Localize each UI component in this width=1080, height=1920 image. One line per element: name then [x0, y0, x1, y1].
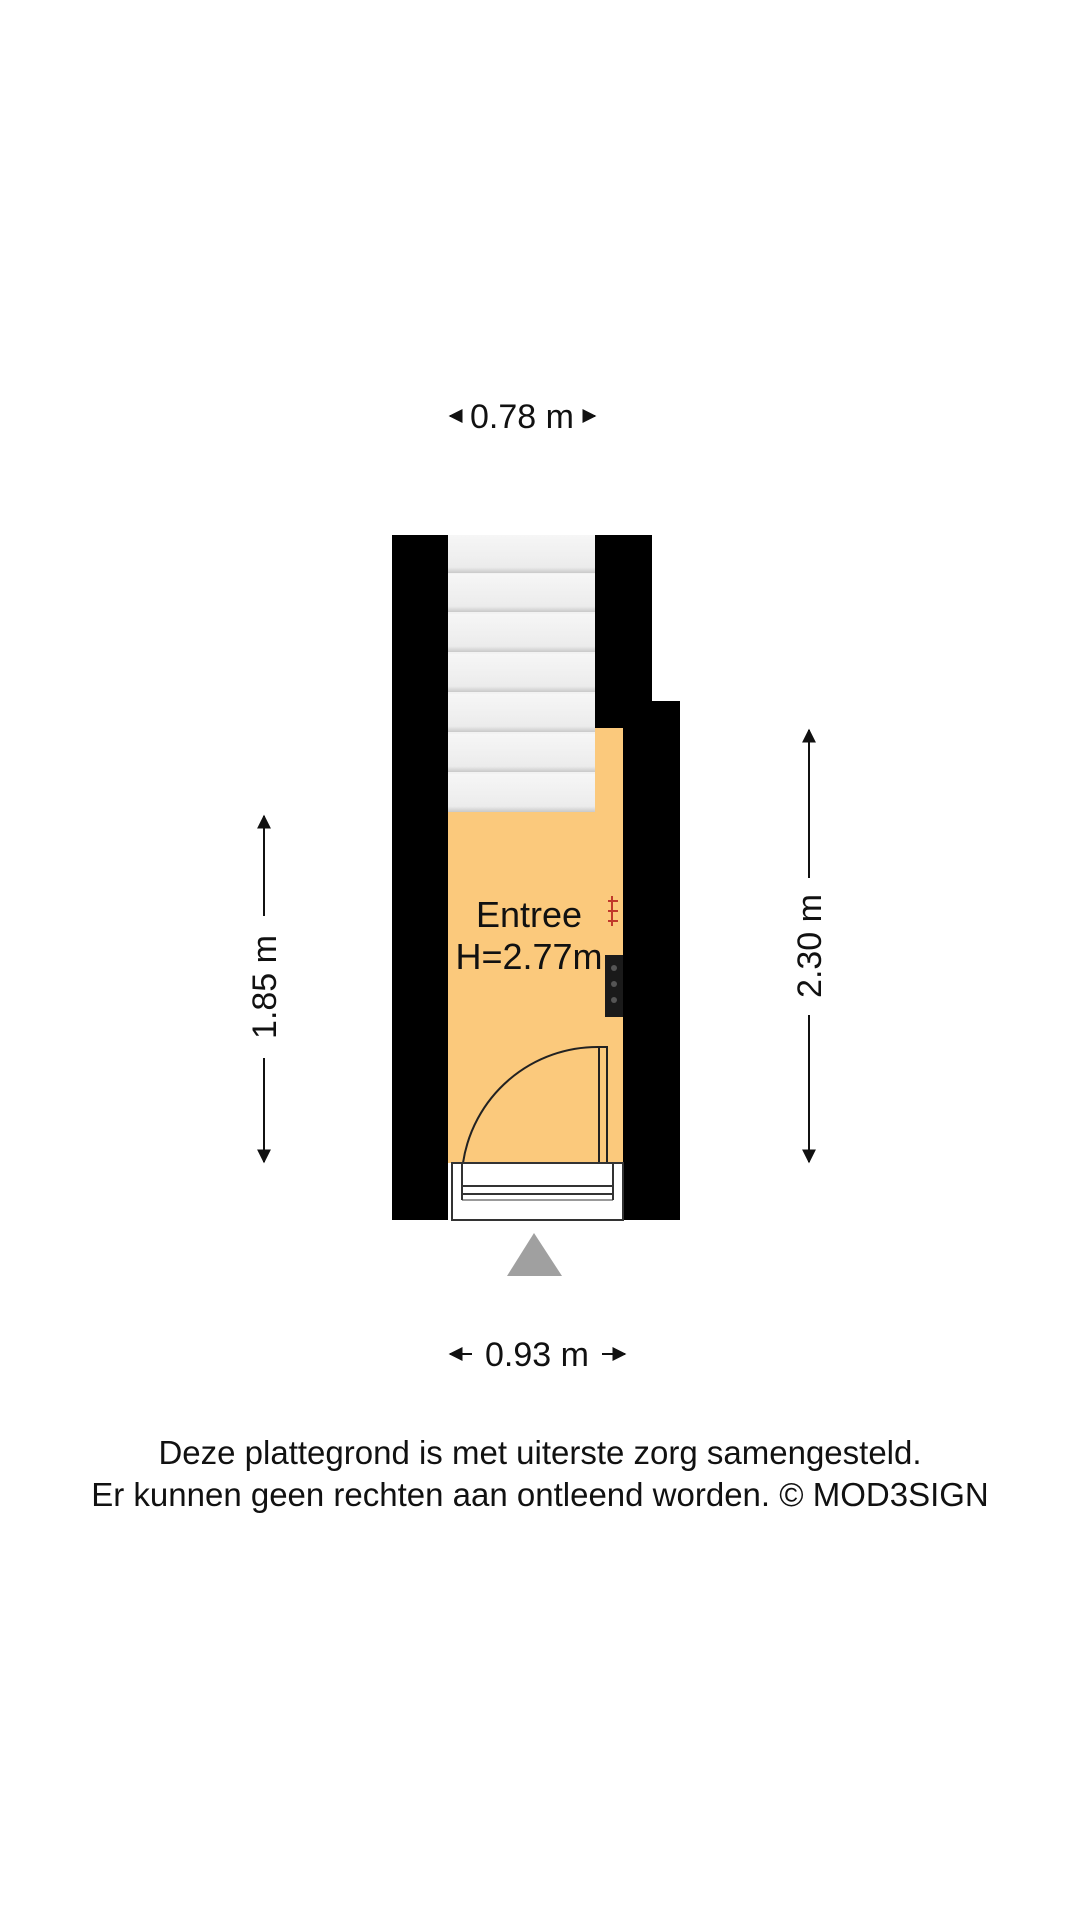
- stairs: [448, 535, 595, 812]
- disclaimer-line-2: Er kunnen geen rechten aan ontleend word…: [91, 1476, 989, 1513]
- dimension-bottom: 0.93 m: [448, 1336, 627, 1374]
- entrance-arrow-icon: [507, 1233, 562, 1276]
- dimension-right-label: 2.30 m: [791, 894, 829, 998]
- room-height: H=2.77m: [455, 936, 602, 977]
- dimension-right: 2.30 m: [791, 728, 829, 1164]
- meter-box-icon: [605, 955, 623, 1017]
- dimension-left-label: 1.85 m: [246, 935, 284, 1039]
- dimension-bottom-label: 0.93 m: [485, 1336, 589, 1374]
- left-wall: [392, 535, 448, 1220]
- door-swing-icon: [462, 1045, 608, 1164]
- dimension-top-label: 0.78 m: [470, 398, 574, 436]
- stair-icon: [448, 535, 595, 812]
- disclaimer-line-1: Deze plattegrond is met uiterste zorg sa…: [158, 1434, 922, 1471]
- room-name: Entree: [476, 894, 582, 935]
- right-wall: [623, 701, 680, 1220]
- walls: [392, 535, 680, 1220]
- dimension-left: 1.85 m: [246, 814, 284, 1164]
- radiator-icon: [608, 896, 618, 926]
- door-threshold: [451, 1162, 624, 1221]
- right-upper-wall: [595, 535, 652, 730]
- dimension-top: 0.78 m: [448, 398, 597, 436]
